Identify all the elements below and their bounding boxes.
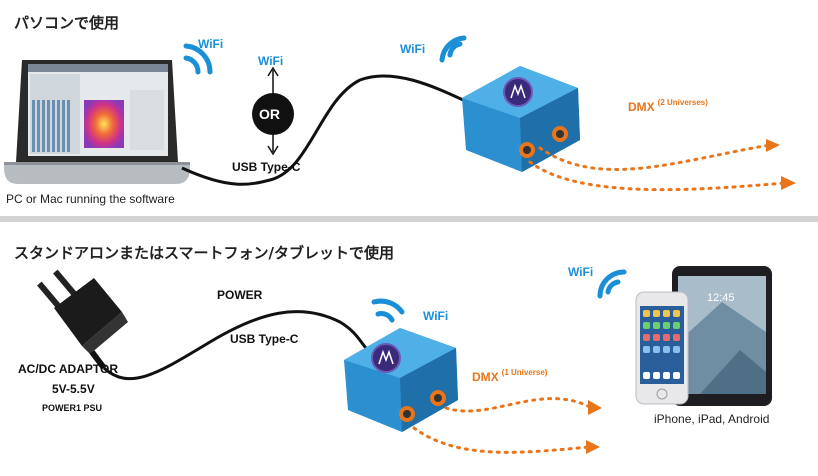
power-label: POWER bbox=[217, 288, 263, 302]
laptop-caption: PC or Mac running the software bbox=[6, 192, 175, 206]
voltage-label: 5V-5.5V bbox=[52, 382, 95, 396]
adaptor-label: AC/DC ADAPTOR bbox=[18, 362, 119, 376]
laptop-icon bbox=[4, 60, 190, 184]
wifi-label: WiFi bbox=[568, 265, 594, 279]
dmx-label: DMX(2 Universes) bbox=[628, 98, 708, 114]
interface-box-icon bbox=[344, 328, 458, 432]
tablet-clock: 12:45 bbox=[707, 292, 735, 304]
smartphone-icon bbox=[635, 291, 689, 405]
psu-label: POWER1 PSU bbox=[42, 403, 103, 413]
or-label: OR bbox=[259, 106, 280, 122]
pc-usage-heading: パソコンで使用 bbox=[14, 14, 120, 32]
wifi-icon bbox=[439, 35, 467, 63]
dmx-text: DMX bbox=[472, 370, 499, 384]
dmx-universes: (1 Universe) bbox=[501, 368, 548, 377]
standalone-usage-panel: スタンドアロンまたはスマートフォン/タブレットで使用 bbox=[0, 222, 818, 476]
usb-type-c-label: USB Type-C bbox=[232, 160, 301, 174]
panel-divider bbox=[0, 216, 818, 222]
wifi-label: WiFi bbox=[400, 42, 426, 56]
dmx-universes: (2 Universes) bbox=[657, 98, 708, 107]
usb-type-c-label: USB Type-C bbox=[230, 332, 299, 346]
pc-usage-illustration bbox=[4, 35, 796, 192]
dmx-text: DMX bbox=[628, 100, 655, 114]
wifi-icon bbox=[597, 269, 627, 299]
wifi-label: WiFi bbox=[423, 309, 449, 323]
dmx-label: DMX(1 Universe) bbox=[472, 368, 547, 384]
standalone-usage-heading: スタンドアロンまたはスマートフォン/タブレットで使用 bbox=[14, 244, 395, 262]
wifi-icon bbox=[183, 43, 213, 75]
tablet-icon bbox=[672, 266, 772, 406]
wifi-label: WiFi bbox=[198, 37, 224, 51]
interface-box-icon bbox=[462, 66, 580, 172]
power-adaptor-icon bbox=[37, 269, 128, 370]
or-badge bbox=[252, 66, 294, 156]
wifi-icon bbox=[371, 298, 405, 323]
devices-caption: iPhone, iPad, Android bbox=[654, 412, 770, 426]
pc-usage-panel: パソコンで使用 bbox=[0, 0, 818, 216]
standalone-usage-illustration bbox=[37, 266, 772, 454]
wifi-label: WiFi bbox=[258, 54, 284, 68]
